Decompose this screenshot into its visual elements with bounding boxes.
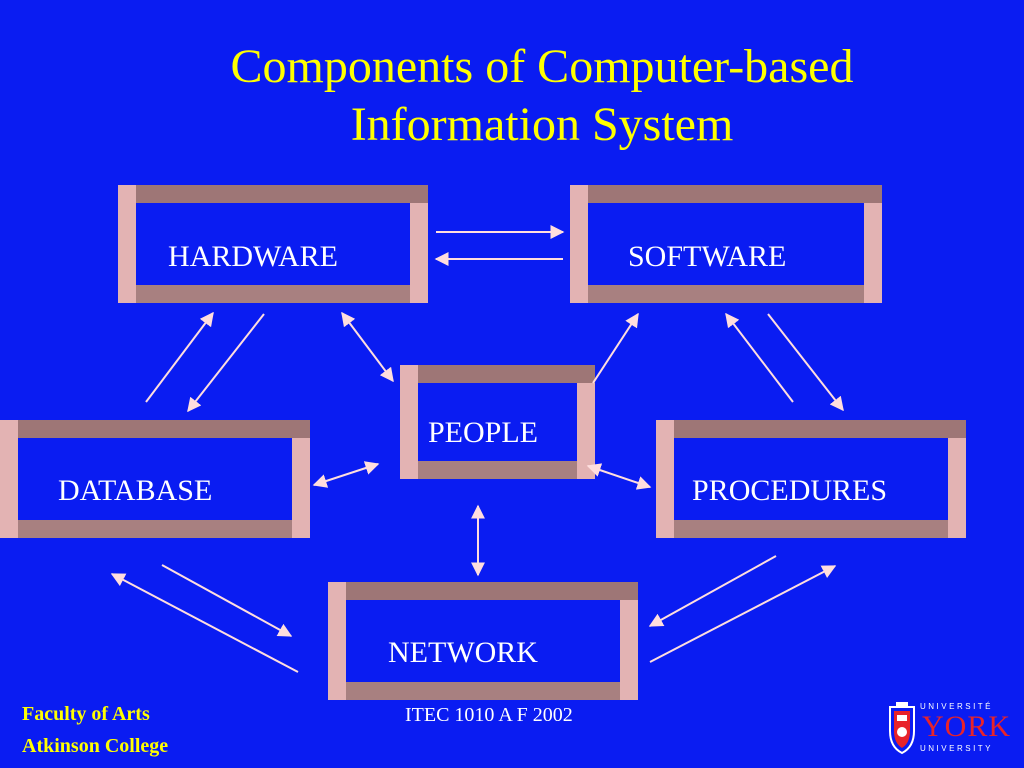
slide-title-line-2: Information System [350,98,734,151]
arrow-procedures-to-network [648,555,777,627]
footer-faculty: Faculty of Arts Atkinson College [22,698,168,762]
slide-title-line-1: Components of Computer-based [230,40,854,93]
database-label: DATABASE [58,474,213,507]
hardware-label: HARDWARE [168,240,338,273]
arrow-database-to-hardware [145,311,214,403]
logo-universite-text: UNIVERSITÉ [920,702,994,711]
software-label: SOFTWARE [628,240,787,273]
procedures-box [656,420,966,538]
hardware-box [118,185,428,303]
arrow-hardware-people [341,311,394,383]
arrow-database-people [312,461,380,488]
procedures-label: PROCEDURES [692,474,888,507]
footer-faculty-line-2: Atkinson College [22,735,169,757]
arrow-people-to-software [592,312,639,384]
arrow-database-to-network [161,564,293,637]
network-box [328,582,638,700]
york-crest-icon [889,702,915,755]
software-box [570,185,882,303]
arrow-software-to-procedures [767,313,844,412]
logo-university-text: UNIVERSITY [920,744,994,753]
database-box [0,420,310,538]
network-label: NETWORK [388,636,538,669]
people-box [400,365,595,479]
arrow-network-to-procedures [649,565,837,663]
footer-faculty-line-1: Faculty of Arts [22,703,150,725]
logo-york-text: YORK [922,710,1012,743]
york-university-logo: UNIVERSITÉ YORK UNIVERSITY [886,700,1010,756]
footer-course-code: ITEC 1010 A F 2002 [405,704,573,726]
arrow-people-procedures [586,463,652,490]
arrow-hardware-to-database [187,313,265,413]
people-label: PEOPLE [428,416,539,449]
slide-title: Components of Computer-based Information… [0,38,1024,154]
arrow-procedures-to-software [725,312,794,403]
arrow-network-to-database [110,573,299,673]
